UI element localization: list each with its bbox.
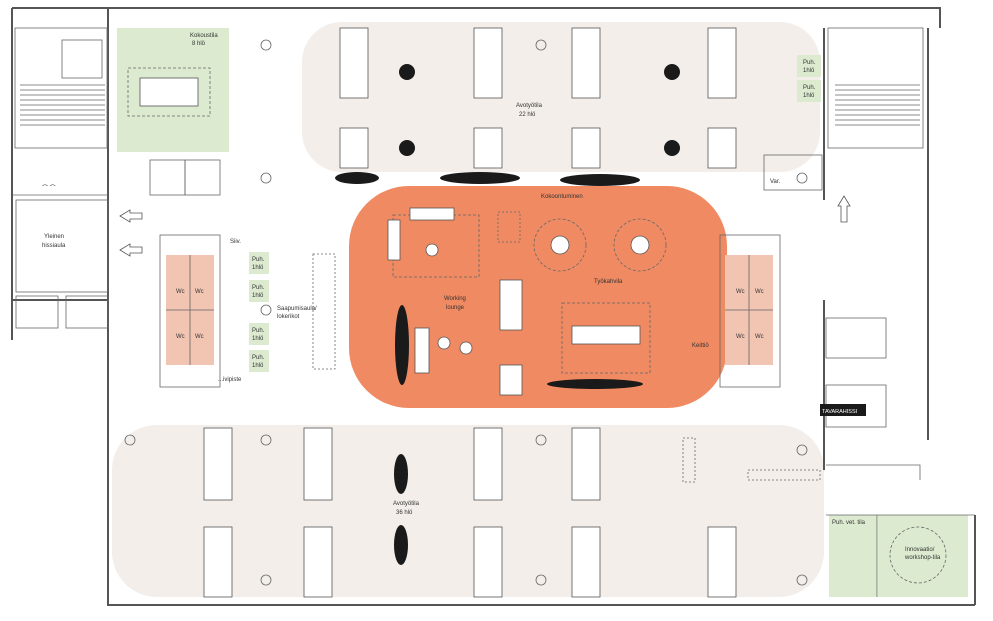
- svg-text:Puh.: Puh.: [252, 328, 265, 334]
- svg-text:Puh.: Puh.: [803, 60, 816, 66]
- innovation-table: [889, 526, 947, 584]
- meeting-room-label: Kokoustila: [190, 33, 218, 39]
- svg-text:⌒ ⌒: ⌒ ⌒: [42, 185, 56, 192]
- innovation-room-zone: [878, 515, 968, 597]
- bottom-office-label: Avotyötila: [393, 501, 420, 507]
- arrival-label-1: Saapumisaula/: [277, 306, 317, 312]
- arrival-label-2: lokerikot: [277, 314, 300, 320]
- kitchen-label: Keittiö: [692, 343, 709, 349]
- cleaning-label: Siiv.: [230, 239, 241, 245]
- svg-text:Wc: Wc: [755, 334, 764, 340]
- lobby-label-2: hissiaula: [42, 243, 66, 249]
- svg-text:Wc: Wc: [195, 289, 204, 295]
- phone-booth-zone-3: [249, 323, 269, 345]
- bottom-office-capacity: 36 hlö: [396, 510, 413, 516]
- svg-text:Puh.: Puh.: [803, 85, 816, 91]
- open-office-zone-top: [302, 22, 820, 172]
- storage-room: [763, 154, 823, 191]
- phone-booth-zone-6: [797, 80, 821, 102]
- svg-text:Puh.: Puh.: [252, 285, 265, 291]
- phone-booth-zone-1: [249, 252, 269, 274]
- meeting-room-capacity: 8 hlö: [192, 41, 206, 47]
- lounge-furniture: [387, 207, 667, 396]
- svg-text:1hlö: 1hlö: [252, 293, 264, 299]
- svg-text:Wc: Wc: [195, 334, 204, 340]
- innovation-label-2: workshop-tila: [904, 555, 941, 561]
- elevators: [15, 159, 221, 329]
- svg-text:Wc: Wc: [755, 289, 764, 295]
- innovation-label-1: Innovaatio/: [905, 547, 935, 553]
- desks-bottom: [203, 427, 737, 598]
- desks-top: [339, 27, 737, 169]
- phone-booth-zone-4: [249, 350, 269, 372]
- svg-text:Wc: Wc: [176, 289, 185, 295]
- print-point-label: ...ivipiste: [218, 377, 242, 383]
- svg-text:1hlö: 1hlö: [803, 93, 815, 99]
- svg-text:Puh.: Puh.: [252, 257, 265, 263]
- ramp-lines: [747, 469, 821, 481]
- meeting-table: [127, 67, 211, 117]
- cafe-label: Työkahvila: [594, 279, 623, 285]
- open-office-zone-bottom: [112, 425, 824, 597]
- lobby-box: [15, 199, 109, 293]
- svg-text:1hlö: 1hlö: [252, 265, 264, 271]
- phone-room-zone: [829, 515, 877, 597]
- top-office-label: Avotyötila: [516, 103, 543, 109]
- svg-text:1hlö: 1hlö: [252, 336, 264, 342]
- svg-text:Wc: Wc: [736, 289, 745, 295]
- svg-text:1hlö: 1hlö: [252, 363, 264, 369]
- svg-text:1hlö: 1hlö: [803, 68, 815, 74]
- plants: [335, 64, 680, 565]
- phone-booths-left: Puh. 1hlö Puh. 1hlö Puh. 1hlö Puh. 1hlö: [252, 257, 265, 369]
- gathering-label: Kokoontuminen: [541, 194, 583, 200]
- storage-label: Var.: [770, 179, 781, 185]
- lobby-label-1: Yleinen: [44, 234, 64, 240]
- wc-block-right: Wc Wc Wc Wc: [719, 234, 781, 388]
- columns: [124, 39, 808, 586]
- phone-room-label: Puh. vet. tila: [832, 520, 866, 526]
- stairwell-right: [827, 27, 924, 149]
- phone-booth-zone-2: [249, 280, 269, 302]
- svg-text:Wc: Wc: [176, 334, 185, 340]
- phone-booth-zone-5: [797, 55, 821, 77]
- ramp-lines-2: [682, 437, 696, 483]
- freight-elevator-label: TAVARAHISSI: [822, 409, 858, 415]
- lockers: [312, 253, 336, 370]
- working-lounge-label-1: Working: [444, 296, 466, 302]
- entry-arrows: [119, 195, 851, 257]
- wc-block-left: Wc Wc Wc Wc: [159, 234, 221, 388]
- svg-text:Wc: Wc: [736, 334, 745, 340]
- phone-booths-right: Puh. 1hlö Puh. 1hlö: [803, 60, 816, 99]
- stairwell-left: ⌒ ⌒: [14, 27, 108, 192]
- working-lounge-label-2: lounge: [446, 305, 465, 311]
- svg-text:Puh.: Puh.: [252, 355, 265, 361]
- freight-elevator: TAVARAHISSI: [820, 317, 887, 428]
- top-office-capacity: 22 hlö: [519, 112, 536, 118]
